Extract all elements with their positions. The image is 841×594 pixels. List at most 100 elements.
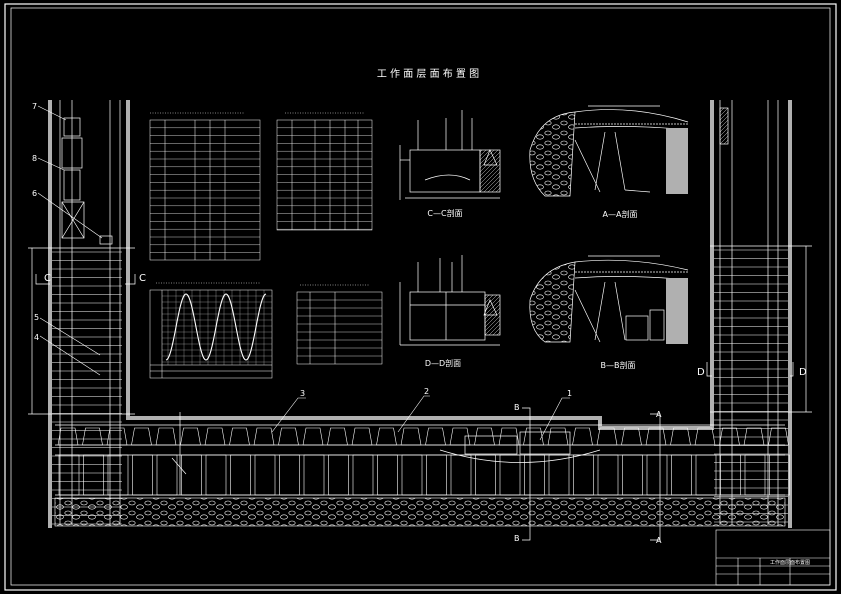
right-support-bars	[714, 249, 788, 523]
support-base	[450, 454, 472, 496]
hydraulic-support	[670, 427, 691, 446]
support-base	[499, 454, 521, 496]
support-base	[401, 454, 423, 496]
gob-area	[54, 497, 786, 527]
hydraulic-support	[229, 427, 250, 446]
face-line	[55, 412, 785, 496]
hydraulic-support	[449, 427, 471, 446]
support-base	[328, 454, 349, 496]
cut-c-left: C	[44, 273, 51, 284]
support-base	[254, 454, 276, 496]
hydraulic-support	[204, 427, 226, 446]
hydraulic-support	[547, 427, 569, 446]
hydraulic-support	[694, 427, 716, 446]
hydraulic-support	[302, 427, 324, 446]
title-block	[715, 529, 831, 586]
equipment-table-right-rows	[277, 127, 372, 230]
belt-conveyor-equipment	[61, 117, 113, 245]
hydraulic-support	[376, 427, 397, 446]
hydraulic-support	[743, 427, 765, 446]
support-base	[671, 454, 692, 496]
callout-5: 5	[34, 313, 39, 322]
support-base	[58, 454, 80, 496]
cut-lines	[35, 274, 794, 541]
support-base	[181, 454, 202, 496]
hydraulic-support	[155, 427, 177, 446]
section-dd-label: D—D剖面	[425, 358, 461, 368]
cycle-operation-graph	[149, 282, 273, 379]
support-base	[548, 454, 570, 496]
hydraulic-support	[131, 427, 152, 446]
hydraulic-support	[180, 427, 201, 446]
support-base	[156, 454, 178, 496]
section-aa-label: A—A剖面	[603, 209, 638, 219]
cut-a-top: A	[656, 410, 662, 419]
support-base	[524, 454, 545, 496]
hydraulic-support	[400, 427, 422, 446]
hydraulic-support	[768, 427, 789, 446]
callout-4: 4	[34, 333, 39, 342]
hydraulic-support	[523, 427, 544, 446]
right-gateway	[710, 100, 812, 525]
support-base	[377, 454, 398, 496]
cut-b-top: B	[514, 403, 520, 412]
section-bb	[529, 255, 689, 344]
callout-6: 6	[32, 189, 37, 198]
hydraulic-support	[621, 427, 642, 446]
support-base	[352, 454, 374, 496]
support-base	[303, 454, 325, 496]
support-base	[646, 454, 668, 496]
support-base	[744, 454, 766, 496]
cut-b-bottom: B	[514, 534, 520, 543]
callout-2: 2	[424, 387, 429, 396]
callout-7: 7	[32, 102, 37, 111]
support-base	[426, 454, 447, 496]
title-block-name: 工作面层面布置图	[770, 559, 810, 566]
support-base	[279, 454, 300, 496]
hydraulic-support	[351, 427, 373, 446]
callout-leaders	[37, 105, 570, 441]
hydraulic-support	[327, 427, 348, 446]
section-bb-label: B—B剖面	[601, 360, 636, 370]
support-base	[132, 454, 153, 496]
left-gateway	[28, 100, 135, 525]
cut-a-bottom: A	[656, 536, 662, 545]
left-support-bars	[52, 251, 122, 525]
section-cc-label: C—C剖面	[427, 208, 462, 218]
equipment-table-left-rows	[150, 127, 260, 253]
hydraulic-support	[474, 427, 495, 446]
hydraulic-support	[498, 427, 520, 446]
hydraulic-support	[719, 427, 740, 446]
support-base	[769, 454, 790, 496]
support-base	[205, 454, 227, 496]
hydraulic-support	[645, 427, 667, 446]
cut-c-right: C	[139, 273, 146, 284]
support-base	[597, 454, 619, 496]
hydraulic-support	[596, 427, 618, 446]
cut-d-left: D	[697, 367, 705, 378]
hydraulic-support	[572, 427, 593, 446]
support-base	[107, 454, 129, 496]
hydraulic-support	[278, 427, 299, 446]
callout-3: 3	[300, 389, 305, 398]
equipment-table-right	[276, 112, 373, 231]
section-cc	[399, 110, 501, 200]
section-aa	[529, 105, 689, 197]
cycle-graph-curve	[165, 293, 267, 361]
hydraulic-support	[425, 427, 446, 446]
roadway-walls	[48, 100, 792, 528]
support-base	[622, 454, 643, 496]
technical-table	[296, 284, 383, 365]
border-frame	[4, 3, 837, 591]
drawing-title: 工 作 面 层 面 布 置 图	[377, 68, 479, 80]
equipment-table-left	[149, 112, 261, 261]
support-base	[83, 454, 104, 496]
cut-d-right: D	[799, 367, 807, 378]
support-base	[720, 454, 741, 496]
support-base	[230, 454, 251, 496]
technical-table-rows	[297, 299, 382, 357]
hydraulic-support	[253, 427, 275, 446]
callout-8: 8	[32, 154, 37, 163]
hydraulic-supports-row	[57, 427, 790, 496]
